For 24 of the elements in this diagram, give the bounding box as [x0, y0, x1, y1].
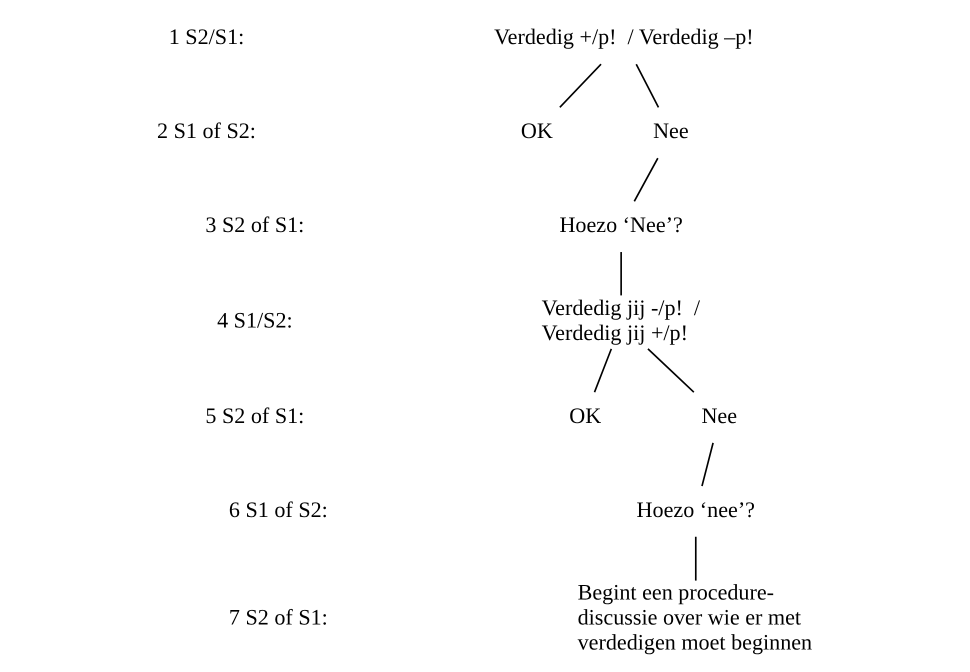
label: 2 S1 of S2: [157, 118, 256, 144]
node-text: Verdedig +/p! / Verdedig –p! [494, 24, 754, 50]
node-text: Nee [653, 118, 689, 144]
node-text: Begint een procedure-discussie over wie er met verdedigen moet beginnen [578, 580, 812, 654]
node-text: Verdedig jij -/p! / Verdedig jij +/p! [542, 294, 700, 345]
node-text: Hoezo ‘Nee’? [559, 212, 683, 238]
node-text: OK [569, 402, 602, 428]
connector [594, 348, 612, 392]
node-text: Hoezo ‘nee’? [636, 496, 755, 522]
label: 3 S2 of S1: [205, 212, 304, 238]
connector [636, 64, 660, 108]
node-text: OK [520, 118, 553, 144]
label: 4 S1/S2: [217, 307, 293, 332]
connector [634, 158, 659, 202]
connector [620, 252, 622, 296]
connector [694, 536, 697, 581]
connector [647, 348, 694, 393]
label: 5 S2 of S1: [205, 402, 304, 428]
node-text: Nee [701, 402, 738, 428]
connector [701, 442, 714, 486]
connector [559, 64, 602, 108]
label: 6 S1 of S2: [228, 496, 328, 522]
label: 7 S2 of S1: [228, 604, 328, 630]
label: 1 S2/S1: [168, 24, 244, 50]
